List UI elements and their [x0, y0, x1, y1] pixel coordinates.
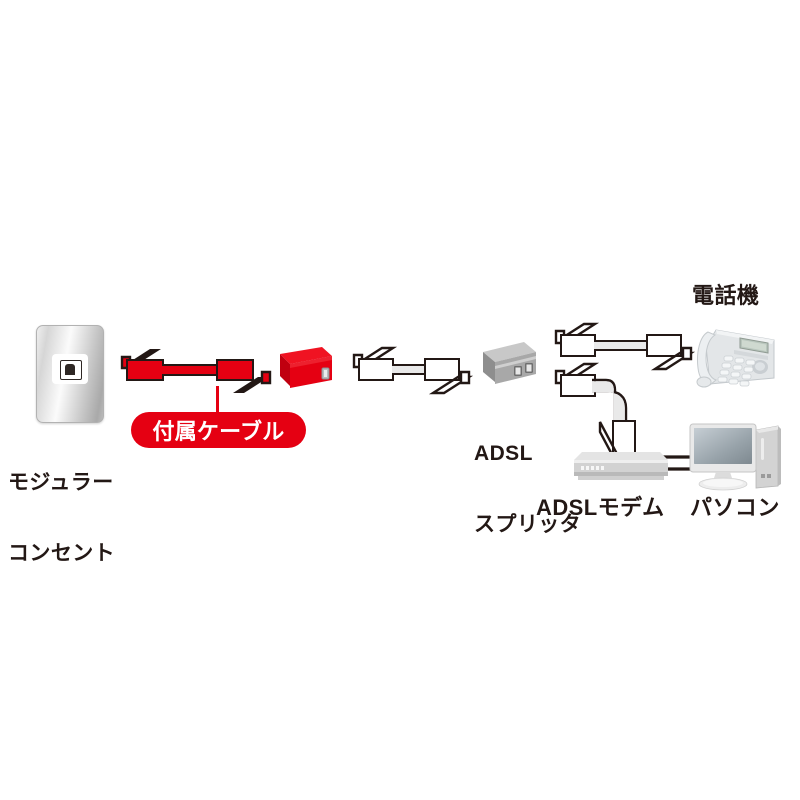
phone-cable-cord [594, 340, 648, 351]
personal-computer [689, 423, 781, 491]
modular-outlet-label-line1: モジュラー [8, 471, 114, 495]
modular-outlet-label-line2: コンセント [8, 541, 116, 565]
included-cable-cord [162, 364, 218, 376]
white-cable-right-latch-icon [428, 370, 474, 395]
red-adapter-box [280, 347, 332, 388]
white-cable-right-plug [424, 358, 460, 381]
adsl-splitter-label: ADSL スプリッタ [474, 395, 581, 583]
phone-cable-right-latch-icon [650, 346, 696, 371]
adsl-splitter-label-line2: スプリッタ [474, 512, 582, 536]
modem-cable-left-plug [560, 374, 596, 397]
modular-outlet [36, 325, 104, 423]
phone-cable-left-plug [560, 334, 596, 357]
cable-left-plug [126, 359, 164, 381]
badge-leader-line [216, 386, 219, 414]
adsl-splitter-label-line1: ADSL [474, 442, 533, 466]
cable-right-latch-icon [233, 370, 272, 393]
modem-cable-bend [592, 378, 628, 420]
modular-outlet-label: モジュラー コンセント [8, 424, 115, 612]
adsl-modem-label: ADSLモデム [536, 495, 665, 520]
adsl-modem [574, 452, 668, 480]
white-cable-cord [392, 364, 426, 375]
modular-jack-icon [60, 360, 82, 380]
included-cable-badge: 付属ケーブル [131, 412, 306, 448]
included-cable-badge-label: 付属ケーブル [152, 420, 285, 445]
cable-right-plug [216, 359, 254, 381]
white-cable-left-plug [358, 358, 394, 381]
telephone-label: 電話機 [692, 283, 760, 308]
personal-computer-label: パソコン [690, 495, 780, 520]
phone-cable-right-plug [646, 334, 682, 357]
adsl-splitter [483, 342, 536, 384]
telephone [696, 329, 775, 388]
